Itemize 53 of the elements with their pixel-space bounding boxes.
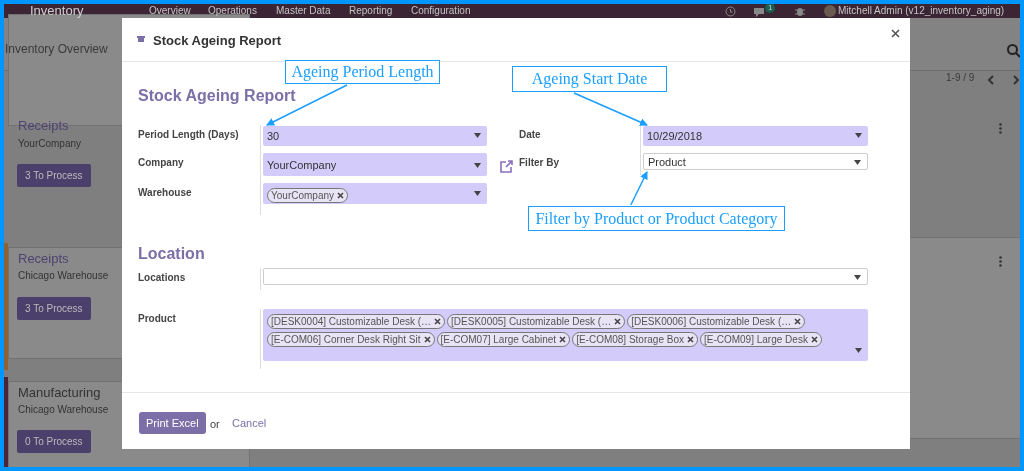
process-button: 3 To Process [17, 297, 91, 320]
process-button: 0 To Process [17, 430, 91, 453]
select-field: Product [643, 153, 868, 170]
field-label: Date [519, 129, 541, 140]
print-excel-button: Print Excel [139, 412, 206, 434]
select-field: YourCompany [263, 153, 487, 176]
dialog-title: Stock Ageing Report [153, 33, 282, 48]
date-field: 10/29/2018 [643, 126, 868, 146]
cancel-link: Cancel [232, 417, 267, 429]
section-heading: Location [138, 245, 205, 263]
app-title: Inventory [30, 4, 84, 17]
tag-label: [E-COM08] Storage Box [576, 333, 684, 347]
field-label: Locations [138, 272, 186, 283]
tag-label: [E-COM06] Corner Desk Right Sit [271, 333, 421, 347]
tag-label: YourCompany [271, 189, 334, 203]
field-label: Company [138, 157, 184, 168]
menu-item: Master Data [276, 5, 331, 17]
process-button: 3 To Process [17, 164, 91, 187]
separator-text: or [210, 418, 220, 430]
menu-item: Reporting [349, 5, 393, 17]
card-subtitle: YourCompany [18, 138, 81, 149]
card-subtitle: Chicago Warehouse [18, 270, 109, 281]
field-label: Warehouse [138, 187, 192, 198]
arrow [573, 92, 648, 126]
multi-select-field [263, 309, 868, 361]
page-title: Inventory Overview [5, 42, 108, 56]
arrow [630, 171, 648, 206]
notification-badge: 1 [765, 4, 776, 13]
user-name: Mitchell Admin (v12_inventory_aging) [838, 5, 1005, 17]
menu-item: Configuration [411, 5, 471, 17]
menu-item: Operations [208, 5, 257, 17]
select-field [263, 268, 868, 285]
multi-select-field [263, 183, 487, 204]
field-label: Filter By [519, 157, 559, 168]
tag-label: [DESK0006] Customizable Desk (… [631, 315, 792, 329]
card-subtitle: Chicago Warehouse [18, 404, 109, 415]
field-label: Product [138, 313, 176, 324]
menu-item: Overview [149, 5, 191, 17]
tag-label: [DESK0005] Customizable Desk (… [451, 315, 612, 329]
section-heading: Stock Ageing Report [138, 87, 296, 105]
tag-label: [E-COM07] Large Cabinet [440, 333, 557, 347]
card-title: Receipts [18, 251, 69, 266]
callout-box: Ageing Period Length [285, 60, 440, 84]
pager-text: 1-9 / 9 [946, 72, 975, 83]
tag-label: [E-COM09] Large Desk [703, 333, 808, 347]
card-title: Manufacturing [18, 385, 101, 400]
arrow [266, 84, 348, 126]
card-title: Receipts [18, 118, 69, 133]
callout-box: Ageing Start Date [512, 66, 667, 92]
input-field: 30 [263, 126, 487, 146]
field-label: Period Length (Days) [138, 129, 239, 140]
tag-label: [DESK0004] Customizable Desk (… [271, 315, 432, 329]
callout-box: Filter by Product or Product Category [528, 206, 785, 231]
